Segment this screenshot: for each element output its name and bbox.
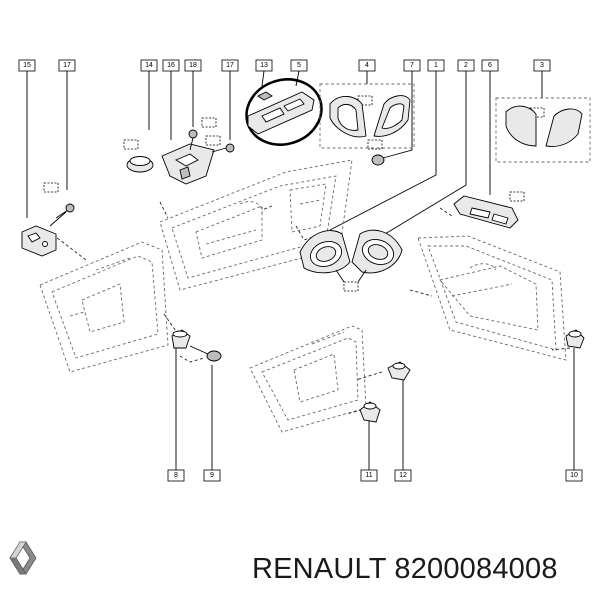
callout-box-6 [481, 59, 499, 72]
part-14-grommet [123, 139, 154, 173]
speaker-clip-marker [335, 269, 367, 292]
callout-label-2: 2 [464, 62, 468, 69]
leader-lines [26, 70, 575, 470]
part-4-corner-covers [319, 83, 415, 149]
part-7-clip [367, 139, 385, 166]
callout-box-10 [565, 469, 583, 482]
callout-label-17b: 17 [226, 62, 234, 69]
callout-box-14 [140, 59, 158, 72]
part-17-screw-left [43, 182, 75, 227]
callout-label-10: 10 [570, 472, 578, 479]
callout-label-17a: 17 [63, 62, 71, 69]
renault-diamond-logo-icon [9, 541, 37, 575]
part-17-screw-right [205, 135, 235, 153]
callout-box-2 [457, 59, 475, 72]
door-panel-upper-left [159, 159, 353, 291]
brand-part-number-caption: RENAULT 8200084008 [252, 553, 558, 586]
callout-label-13: 13 [260, 62, 268, 69]
callout-box-15 [18, 59, 36, 72]
brand-name: RENAULT [252, 553, 387, 585]
callout-box-13 [255, 59, 273, 72]
callout-label-15: 15 [23, 62, 31, 69]
callout-box-3 [533, 59, 551, 72]
door-panel-lower-center [249, 325, 367, 433]
part-18-screw [188, 117, 217, 151]
part-3-corner-covers [495, 97, 591, 163]
callout-label-3: 3 [540, 62, 544, 69]
callout-box-17b [221, 59, 239, 72]
door-panel-right [417, 235, 567, 361]
part-2-speaker-grille-right [351, 229, 403, 274]
callout-label-7: 7 [410, 62, 414, 69]
part-12-clip [387, 361, 411, 381]
callout-box-18 [184, 59, 202, 72]
callout-label-12: 12 [399, 472, 407, 479]
part-9-screw [189, 345, 222, 362]
part-15-bracket [21, 225, 57, 257]
part-5-window-switch-highlighted [245, 78, 323, 146]
callout-label-14: 14 [145, 62, 153, 69]
part-10-clip [565, 329, 585, 349]
callout-label-8: 8 [174, 472, 178, 479]
callout-label-5: 5 [297, 62, 301, 69]
callout-box-8 [167, 469, 185, 482]
callout-label-18: 18 [189, 62, 197, 69]
callout-label-4: 4 [365, 62, 369, 69]
callout-box-9 [203, 469, 221, 482]
callout-box-16 [162, 59, 180, 72]
callout-label-1: 1 [434, 62, 438, 69]
part-16-bracket [161, 143, 215, 185]
callout-labels: 15 17 14 16 18 17 13 5 4 7 1 2 6 3 8 9 1 [18, 59, 583, 482]
part-1-speaker-grille-left [299, 230, 351, 274]
callout-box-17a [58, 59, 76, 72]
door-panel-lower-left [39, 241, 169, 373]
callout-label-6: 6 [488, 62, 492, 69]
callout-box-7 [403, 59, 421, 72]
callout-box-4 [358, 59, 376, 72]
callout-box-12 [394, 469, 412, 482]
part-6-window-switch-right [453, 191, 525, 229]
callout-label-16: 16 [167, 62, 175, 69]
callout-label-9: 9 [210, 472, 214, 479]
part-8-grommet [171, 329, 191, 349]
callout-label-11: 11 [365, 472, 372, 479]
part-number: 8200084008 [394, 553, 558, 585]
callout-box-5 [290, 59, 308, 72]
callout-box-11 [360, 469, 378, 482]
callout-box-1 [427, 59, 445, 72]
part-11-clip [359, 401, 381, 423]
